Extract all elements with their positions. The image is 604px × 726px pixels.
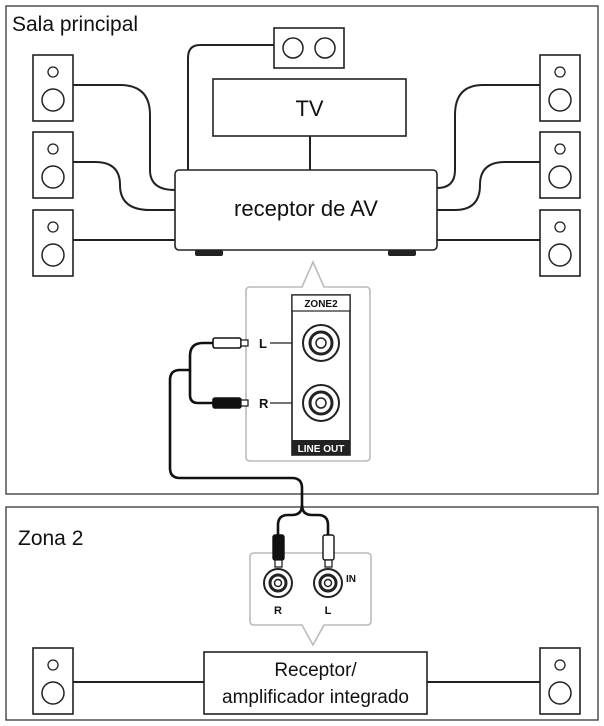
zone2-speaker-right xyxy=(539,647,581,715)
av-receiver xyxy=(174,169,438,256)
tv-label: TV xyxy=(295,96,323,121)
line-out-label: LINE OUT xyxy=(298,444,345,455)
zone2-out-jack-right xyxy=(302,384,340,422)
out-right-label: R xyxy=(259,396,269,411)
rca-cable xyxy=(168,341,330,535)
amp-in-jack-right xyxy=(263,568,293,598)
speaker-surround-back-left xyxy=(32,209,74,277)
av-receiver-label: receptor de AV xyxy=(234,196,378,221)
rca-plug-black-right xyxy=(272,534,285,568)
in-label: IN xyxy=(346,574,356,585)
speaker-surround-back-right xyxy=(539,209,581,277)
zone2-out-jack-left xyxy=(302,324,340,362)
speaker-wires xyxy=(73,44,540,241)
speaker-surround-left xyxy=(32,131,74,199)
zone2-amp-label-line1: Receptor/ xyxy=(274,660,357,681)
speaker-front-right xyxy=(539,54,581,122)
zone2-amp-box xyxy=(203,651,428,715)
speaker-surround-right xyxy=(539,131,581,199)
amp-in-jack-left xyxy=(313,568,343,598)
center-speaker xyxy=(273,27,345,69)
rca-plug-white-right xyxy=(322,534,335,568)
out-left-label: L xyxy=(259,336,267,351)
zone2-amp-label-line2: amplificador integrado xyxy=(222,687,409,708)
amp-in-callout xyxy=(249,552,372,647)
zone2-out-jack-panel xyxy=(291,294,351,456)
zone2-out-header: ZONE2 xyxy=(304,299,338,310)
rca-plug-black-left xyxy=(212,397,249,409)
tv-box xyxy=(212,78,407,137)
zone2-speaker-left xyxy=(32,647,74,715)
in-left-label: L xyxy=(325,605,332,617)
main-room-label: Sala principal xyxy=(12,13,138,36)
zone2-room-label: Zona 2 xyxy=(18,527,83,550)
speaker-front-left xyxy=(32,54,74,122)
in-right-label: R xyxy=(274,605,282,617)
rca-plug-white-left xyxy=(212,337,249,349)
